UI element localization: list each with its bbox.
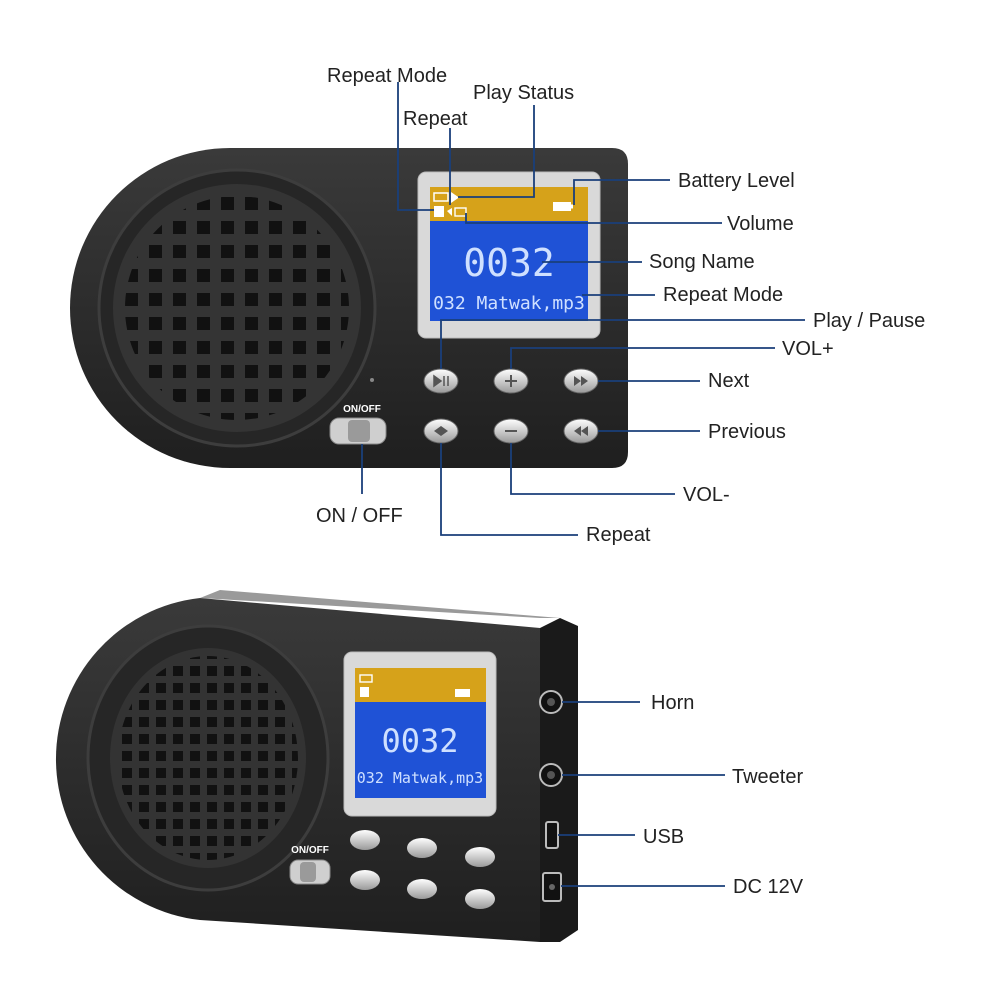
volume-icon: [447, 208, 452, 216]
side-file-name: 032 Matwak,mp3: [357, 769, 483, 787]
side-speaker-holes: [118, 656, 298, 860]
battery-tip-icon: [571, 204, 573, 209]
leader-battery: [573, 179, 670, 205]
side-repeat-icon: [360, 687, 369, 697]
volume-level-icon: [454, 207, 467, 217]
repeat-glyph-icon: [434, 426, 448, 436]
usb-port[interactable]: [545, 821, 559, 849]
leader-play-status: [458, 105, 535, 198]
front-speaker-holes: [125, 196, 349, 420]
front-callout-labels: Repeat Mode Play Status Repeat Battery L…: [316, 65, 925, 546]
side-vol-plus-button[interactable]: [407, 838, 437, 858]
front-device: 0032 032 Matwak,mp3 ON/OFF: [70, 148, 628, 468]
front-track-number: 0032: [463, 241, 555, 285]
label-horn: Horn: [651, 692, 694, 714]
label-previous: Previous: [708, 421, 786, 443]
label-play-status: Play Status: [473, 82, 574, 104]
front-leader-lines: [361, 82, 805, 536]
leader-vol-minus: [510, 443, 675, 495]
label-repeat-top: Repeat: [403, 108, 468, 130]
side-device: 0032 032 Matwak,mp3 ON/OFF: [55, 590, 578, 942]
side-leader-lines: [558, 701, 725, 887]
label-volume: Volume: [727, 213, 794, 235]
label-play-pause: Play / Pause: [813, 310, 925, 332]
side-repeat-button[interactable]: [350, 870, 380, 890]
front-power-switch-knob: [348, 420, 370, 442]
label-vol-minus: VOL-: [683, 484, 730, 506]
side-callout-labels: Horn Tweeter USB DC 12V: [643, 692, 804, 898]
horn-port-inner: [547, 698, 555, 706]
label-dc-12v: DC 12V: [733, 876, 804, 898]
tweeter-port-inner: [547, 771, 555, 779]
side-previous-button[interactable]: [465, 889, 495, 909]
front-buttons: [423, 368, 599, 444]
repeat-icon: [434, 206, 444, 217]
front-mic-dot: [370, 378, 374, 382]
play-pause-icon: [433, 374, 449, 388]
label-battery-level: Battery Level: [678, 170, 795, 192]
battery-icon: [553, 202, 571, 211]
side-next-button[interactable]: [465, 847, 495, 867]
dc-port-pin: [549, 884, 555, 890]
side-play-pause-button[interactable]: [350, 830, 380, 850]
side-switch-label: ON/OFF: [291, 845, 329, 856]
side-device-top-edge: [200, 590, 560, 618]
label-repeat-mode: Repeat Mode: [663, 284, 783, 306]
leader-volume: [465, 213, 722, 224]
label-song-name: Song Name: [649, 251, 755, 273]
label-next: Next: [708, 370, 750, 392]
label-repeat-mode-top: Repeat Mode: [327, 65, 447, 87]
side-battery-icon: [455, 689, 470, 697]
label-usb: USB: [643, 826, 684, 848]
side-vol-minus-button[interactable]: [407, 879, 437, 899]
repeat-mode-icon: [433, 192, 449, 202]
leader-vol-plus: [510, 347, 775, 369]
side-track-number: 0032: [381, 722, 458, 760]
leader-play-pause: [440, 319, 805, 369]
side-lcd-screen: [355, 702, 486, 798]
next-icon: [574, 376, 588, 386]
play-status-icon: [451, 192, 459, 203]
plus-icon: [505, 375, 517, 387]
side-buttons: [350, 830, 495, 909]
front-switch-label: ON/OFF: [343, 404, 381, 415]
leader-repeat: [440, 443, 578, 536]
previous-icon: [574, 426, 588, 436]
side-repeat-mode-icon: [359, 674, 373, 683]
front-lcd-screen: [430, 221, 588, 321]
label-tweeter: Tweeter: [732, 766, 803, 788]
front-file-name: 032 Matwak,mp3: [433, 293, 585, 314]
label-vol-plus: VOL+: [782, 338, 834, 360]
label-on-off: ON / OFF: [316, 505, 403, 527]
label-repeat: Repeat: [586, 524, 651, 546]
front-lcd-status-icons: [433, 192, 573, 217]
side-power-switch-knob: [300, 862, 316, 882]
leader-repeat-mode-top: [397, 82, 434, 211]
